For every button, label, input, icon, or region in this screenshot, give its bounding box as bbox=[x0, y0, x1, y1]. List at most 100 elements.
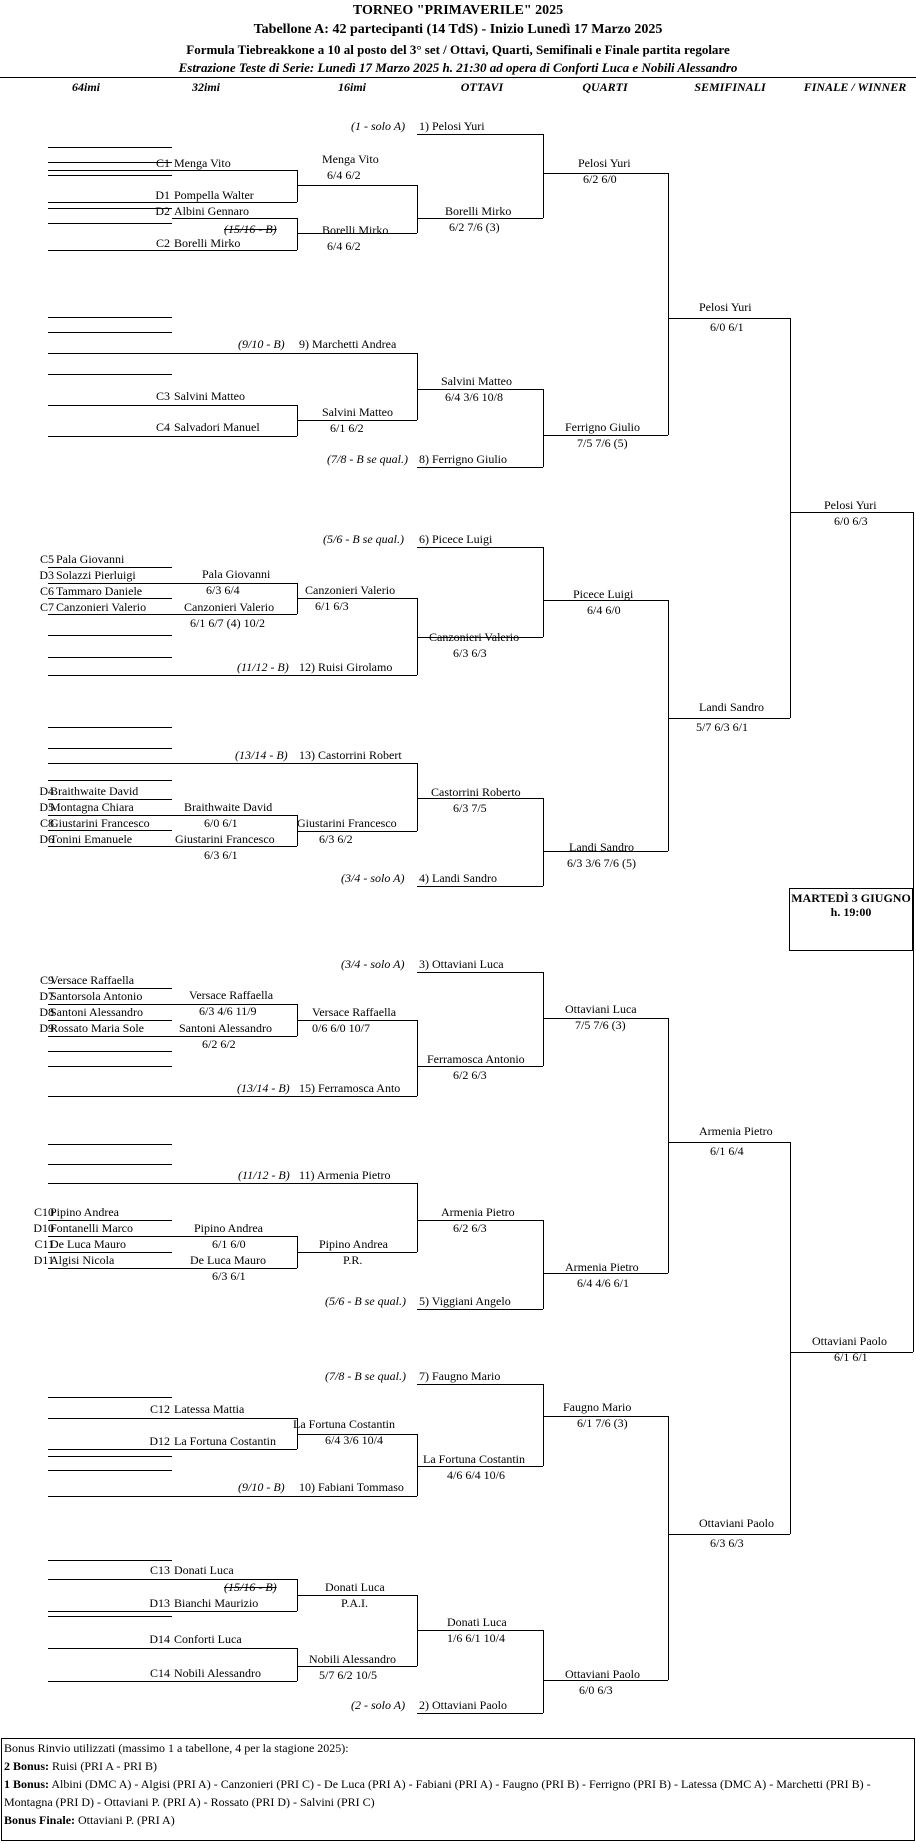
bracket-line bbox=[417, 1713, 543, 1714]
column-header-3: OTTAVI bbox=[460, 80, 504, 94]
bonus-one-continued: Montagna (PRI D) - Ottaviani P. (PRI A) … bbox=[4, 1795, 375, 1809]
bracket-line bbox=[417, 1309, 543, 1310]
bracket-line bbox=[790, 1352, 913, 1353]
bracket-line bbox=[297, 1020, 417, 1021]
quarter-winner-score: 6/1 6/4 bbox=[710, 1144, 744, 1158]
bracket-line bbox=[48, 1066, 172, 1067]
match-score: 5/7 6/2 10/5 bbox=[319, 1668, 378, 1682]
quarter-winner-score: 6/0 6/1 bbox=[710, 320, 744, 334]
player-name: Pompella Walter bbox=[174, 188, 254, 202]
bracket-line bbox=[48, 147, 172, 148]
player-name: Borelli Mirko bbox=[445, 204, 512, 218]
bracket-line bbox=[913, 512, 914, 1352]
bracket-line bbox=[48, 202, 297, 203]
bracket-line bbox=[417, 218, 543, 219]
player-name: 7) Faugno Mario bbox=[419, 1369, 501, 1383]
seed-note: (7/8 - B se qual.) bbox=[327, 452, 408, 466]
player-name: 1) Pelosi Yuri bbox=[419, 119, 485, 133]
player-name: De Luca Mauro bbox=[190, 1253, 266, 1267]
player-name: Pipino Andrea bbox=[194, 1221, 263, 1235]
match-score: 6/3 4/6 11/9 bbox=[199, 1004, 257, 1018]
bracket-line bbox=[668, 600, 669, 851]
seed-note: (9/10 - B) bbox=[238, 337, 285, 351]
bracket-line bbox=[48, 675, 417, 676]
seed-label: C4 bbox=[155, 420, 170, 434]
seed-note: (5/6 - B se qual.) bbox=[325, 1294, 406, 1308]
bracket-line bbox=[48, 1648, 297, 1649]
bracket-line bbox=[48, 1183, 417, 1184]
player-name: Tammaro Daniele bbox=[56, 584, 143, 598]
bracket-line bbox=[48, 830, 172, 831]
bracket-line bbox=[48, 598, 172, 599]
seed-note: (11/12 - B) bbox=[237, 660, 289, 674]
player-name: Menga Vito bbox=[174, 156, 231, 170]
seed-label: D1 bbox=[155, 188, 170, 202]
bonus-intro: Bonus Rinvio utilizzati (massimo 1 a tab… bbox=[4, 1741, 349, 1755]
bracket-line bbox=[297, 1648, 298, 1681]
player-name: Pelosi Yuri bbox=[578, 156, 631, 170]
match-score: 6/2 6/3 bbox=[453, 1221, 487, 1235]
match-score: 0/6 6/0 10/7 bbox=[312, 1021, 371, 1035]
player-name: Ottaviani Paolo bbox=[565, 1667, 640, 1681]
final-match-box: MARTEDÌ 3 GIUGNO h. 19:00 bbox=[789, 888, 913, 951]
bracket-line bbox=[48, 1449, 297, 1450]
bonus-one-label: 1 Bonus: bbox=[4, 1777, 50, 1791]
bracket-line bbox=[790, 318, 791, 718]
bracket-line bbox=[48, 780, 172, 781]
player-name: Salvini Matteo bbox=[322, 405, 393, 419]
seed-note: (13/14 - B) bbox=[235, 748, 288, 762]
match-score: 6/3 6/1 bbox=[204, 848, 238, 862]
bracket-line bbox=[543, 851, 668, 852]
bracket-line bbox=[543, 1220, 544, 1309]
bracket-line bbox=[48, 815, 297, 816]
bracket-line bbox=[48, 1020, 172, 1021]
quarter-winner-score: 6/3 6/3 bbox=[710, 1536, 744, 1550]
bracket-line bbox=[417, 1066, 543, 1067]
bracket-line bbox=[297, 1418, 298, 1449]
bracket-line bbox=[543, 972, 544, 1066]
seed-note: (5/6 - B se qual.) bbox=[323, 532, 404, 546]
final-date: MARTEDÌ 3 GIUGNO bbox=[791, 891, 911, 905]
bracket-line bbox=[297, 1434, 417, 1435]
match-score: 6/2 6/2 bbox=[202, 1037, 236, 1051]
column-header-0: 64imi bbox=[71, 80, 100, 94]
seed-label: C1 bbox=[155, 156, 170, 170]
match-score: 6/2 6/0 bbox=[583, 172, 617, 186]
seed-label: C7 bbox=[39, 600, 54, 614]
seed-label: D2 bbox=[155, 204, 170, 218]
match-score: 7/5 7/6 (5) bbox=[577, 436, 628, 450]
bracket-line bbox=[668, 318, 790, 319]
bracket-line bbox=[543, 389, 544, 467]
bracket-line bbox=[668, 1534, 790, 1535]
player-name: La Fortuna Costantin bbox=[423, 1452, 525, 1466]
player-name: Albini Gennaro bbox=[174, 204, 249, 218]
match-score: 6/4 3/6 10/8 bbox=[445, 390, 504, 404]
bracket-line bbox=[543, 173, 668, 174]
seed-note: (15/16 - B) bbox=[224, 222, 277, 236]
match-score: 6/3 6/1 bbox=[212, 1269, 246, 1283]
bracket-line bbox=[48, 1036, 297, 1037]
semifinal-winner-name: Ottaviani Paolo bbox=[812, 1334, 887, 1348]
seed-note: (2 - solo A) bbox=[351, 1698, 406, 1712]
player-name: Faugno Mario bbox=[563, 1400, 632, 1414]
player-name: Algisi Nicola bbox=[50, 1253, 115, 1267]
player-name: Borelli Mirko bbox=[174, 236, 241, 250]
player-name: Bianchi Maurizio bbox=[174, 1596, 259, 1610]
player-name: Ferramosca Antonio bbox=[427, 1052, 525, 1066]
column-header-6: FINALE / WINNER bbox=[803, 80, 907, 94]
bracket-line bbox=[668, 173, 669, 435]
bracket-line bbox=[48, 175, 172, 176]
seed-label: C5 bbox=[39, 552, 54, 566]
match-score: P.R. bbox=[343, 1253, 363, 1267]
match-score: 6/2 6/3 bbox=[453, 1068, 487, 1082]
player-name: 3) Ottaviani Luca bbox=[419, 957, 504, 971]
tournament-subtitle: Tabellone A: 42 partecipanti (14 TdS) - … bbox=[253, 22, 663, 37]
player-name: Salvini Matteo bbox=[441, 374, 512, 388]
bracket-line bbox=[48, 614, 297, 615]
bracket-line bbox=[48, 1616, 172, 1617]
player-name: Solazzi Pierluigi bbox=[56, 568, 136, 582]
bracket-line bbox=[297, 353, 417, 354]
bracket-line bbox=[417, 1183, 418, 1252]
bracket-line bbox=[48, 763, 417, 764]
